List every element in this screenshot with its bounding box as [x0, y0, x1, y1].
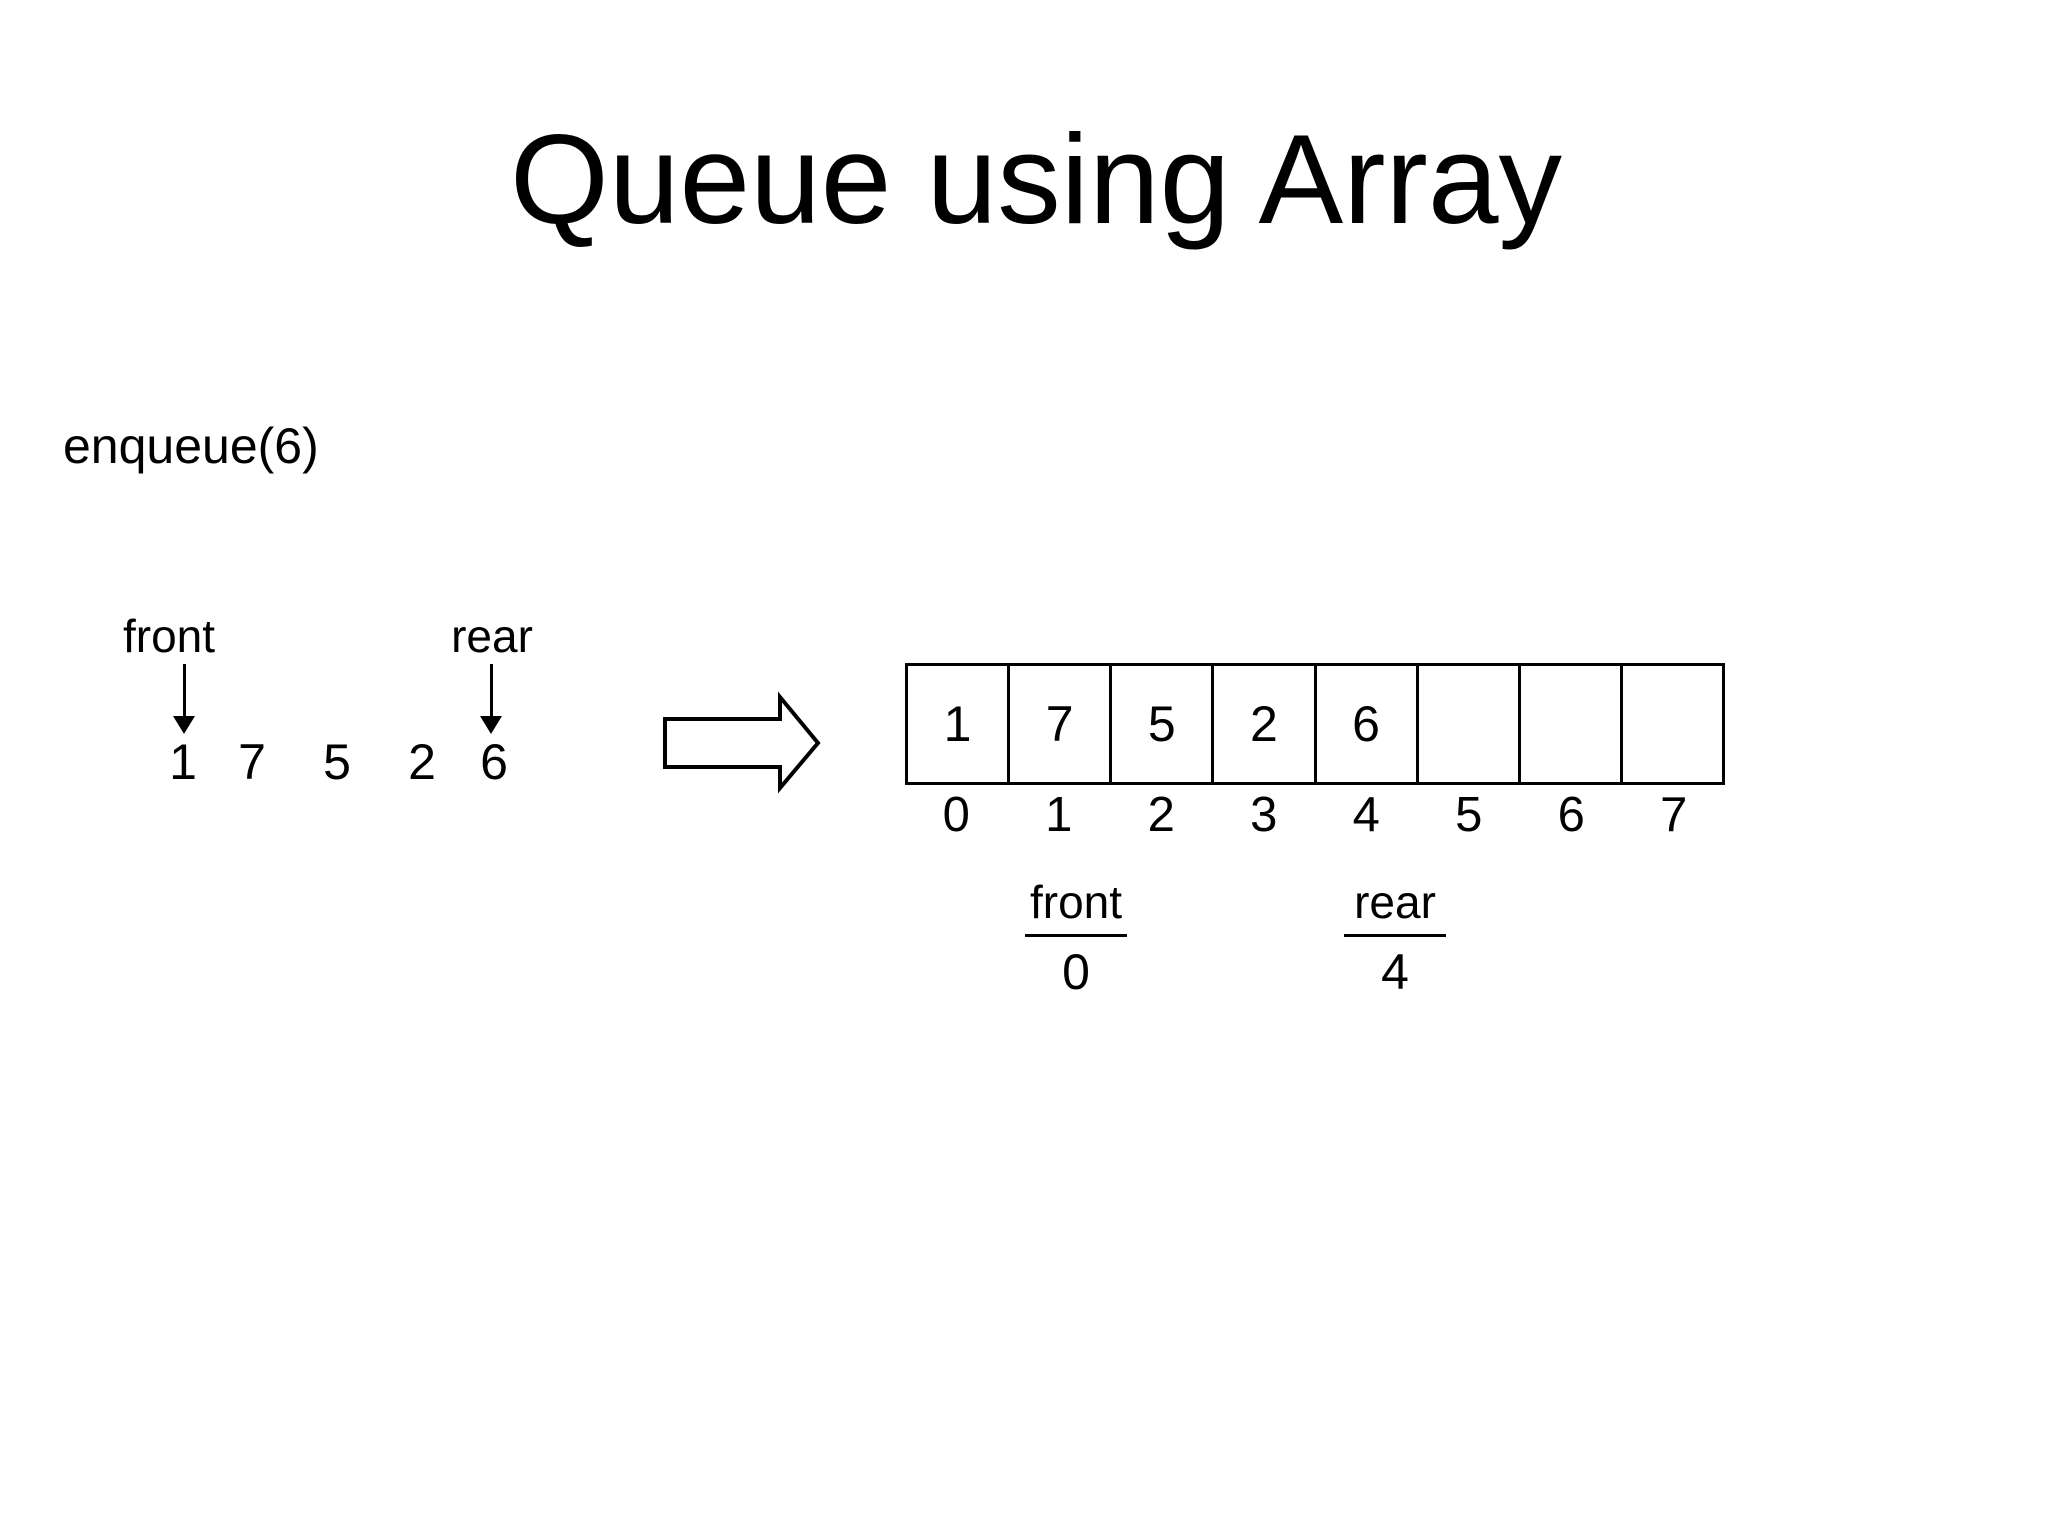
arrow-shaft [489, 664, 493, 716]
queue-value: 7 [238, 734, 266, 790]
rear-pointer-label: rear [1354, 876, 1436, 928]
front-arrow-icon [173, 664, 195, 734]
array-index: 4 [1352, 788, 1380, 842]
array-cell [1415, 666, 1518, 782]
arrow-head [480, 716, 502, 734]
rear-pointer-underline [1344, 934, 1446, 937]
array-index: 3 [1250, 788, 1278, 842]
array-cell [1619, 666, 1722, 782]
array-cell: 7 [1007, 666, 1109, 782]
array-cell [1517, 666, 1620, 782]
page-title: Queue using Array [510, 108, 1562, 250]
arrow-shaft [182, 664, 186, 716]
front-pointer: front 0 [1025, 872, 1127, 1000]
arrow-head [173, 716, 195, 734]
rear-pointer-value: 4 [1381, 944, 1409, 1000]
rear-arrow-icon [480, 664, 502, 734]
array-cell: 2 [1211, 666, 1313, 782]
queue-front-label: front [122, 610, 216, 662]
array-cell: 5 [1109, 666, 1211, 782]
array-indices: 0 1 2 3 4 5 6 7 [905, 791, 1725, 840]
front-pointer-label: front [1029, 876, 1123, 928]
rear-pointer: rear 4 [1344, 872, 1446, 1000]
array-cell: 6 [1313, 666, 1416, 782]
array-index: 7 [1660, 788, 1688, 842]
array-index: 0 [942, 788, 970, 842]
operation-label: enqueue(6) [63, 418, 319, 474]
array-index: 5 [1455, 788, 1483, 842]
array-index: 1 [1045, 788, 1073, 842]
queue-value: 2 [408, 734, 436, 790]
array-cell: 1 [943, 696, 972, 752]
right-block-arrow-icon [663, 691, 821, 794]
queue-value: 6 [480, 734, 508, 790]
array-cells: 1 7 5 2 6 [905, 663, 1725, 785]
queue-value: 5 [323, 734, 351, 790]
array-index: 2 [1147, 788, 1175, 842]
queue-rear-label: rear [451, 610, 533, 662]
queue-value: 1 [169, 734, 197, 790]
front-pointer-value: 0 [1062, 944, 1090, 1000]
array-index: 6 [1557, 788, 1585, 842]
front-pointer-underline [1025, 934, 1127, 937]
